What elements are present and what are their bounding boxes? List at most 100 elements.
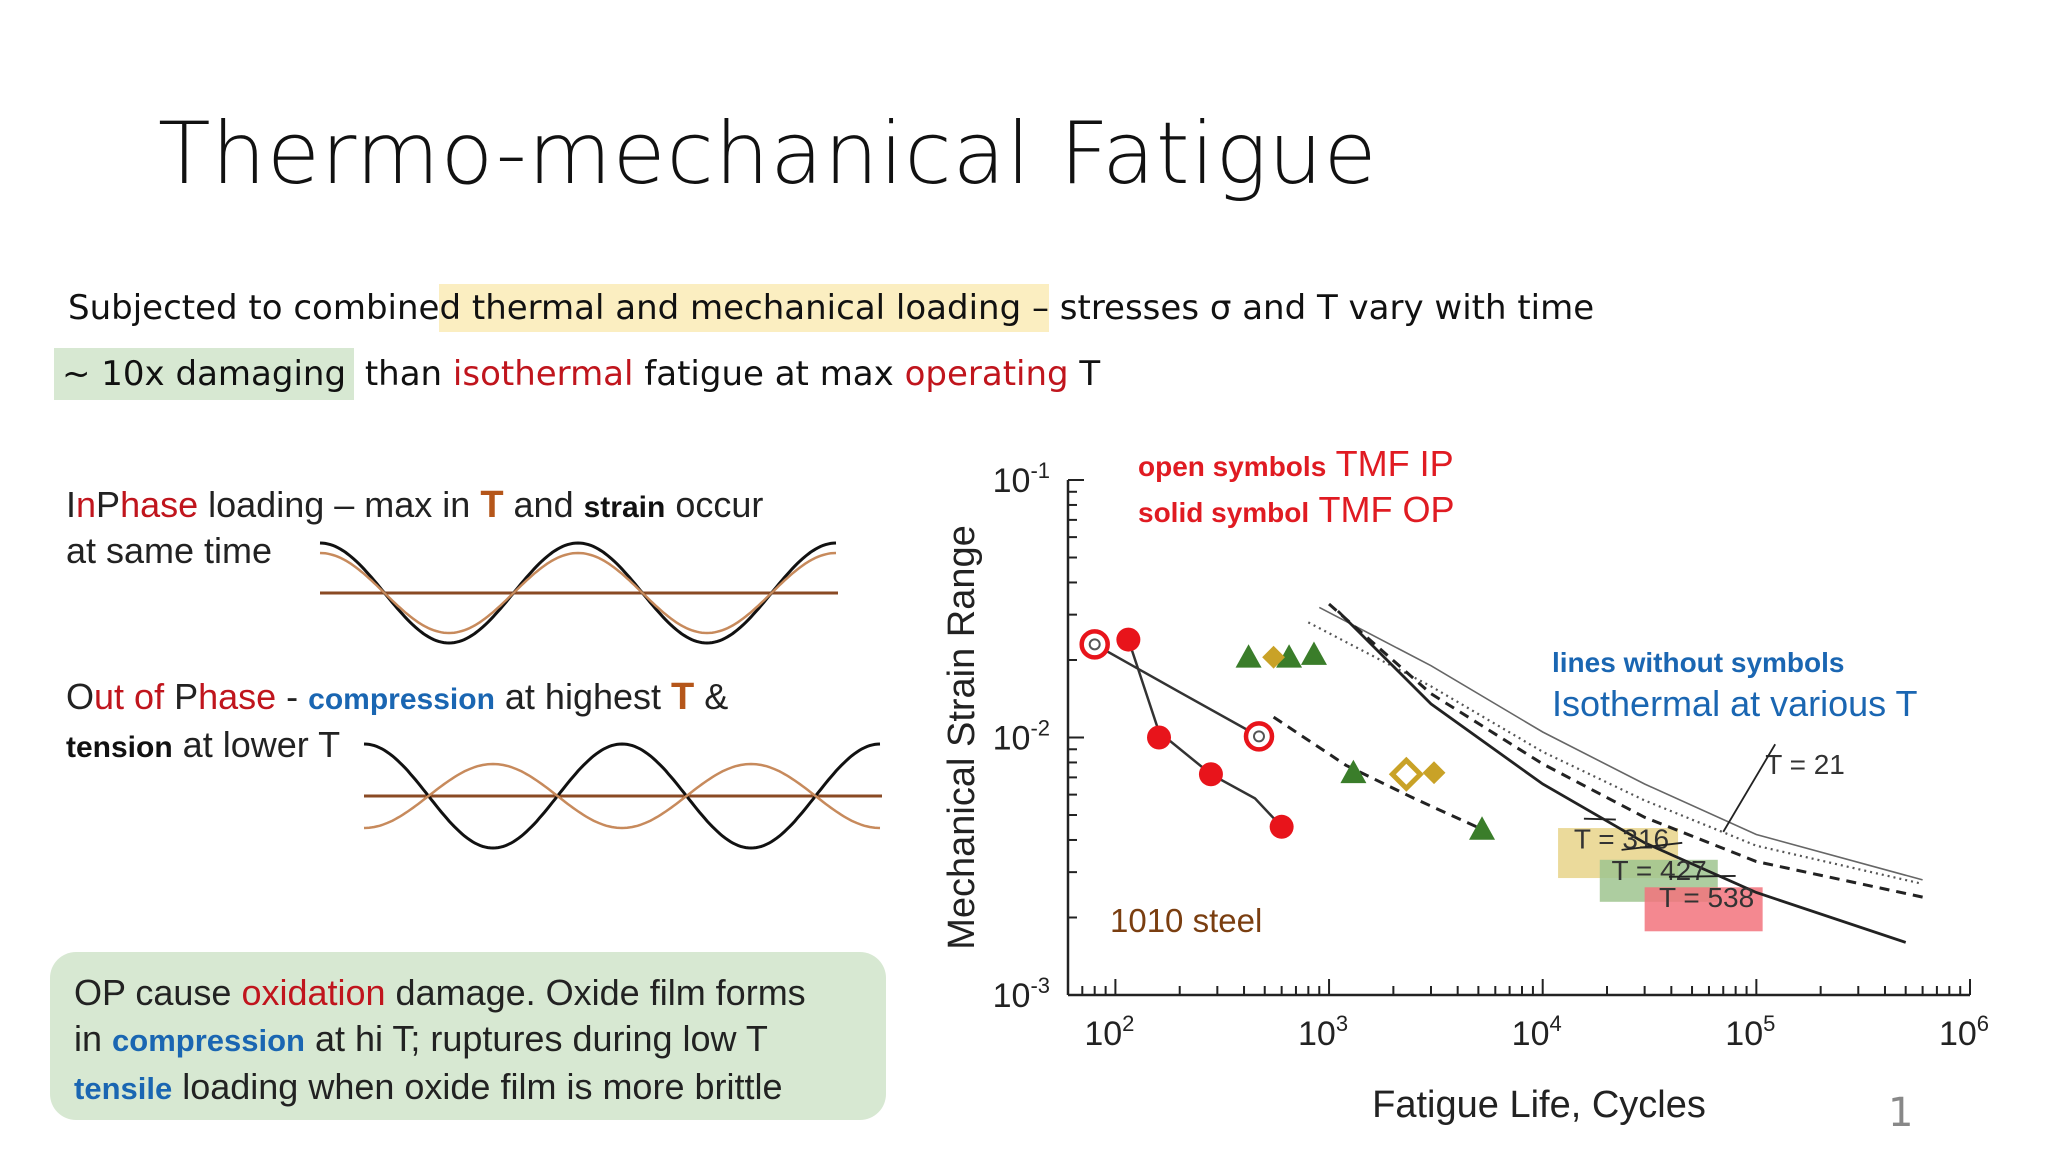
- op-l1c: damage. Oxide film forms: [385, 972, 806, 1013]
- op-red-point: [1116, 627, 1141, 652]
- intro-line-c: stresses σ and T vary with time: [1048, 288, 1595, 328]
- legend-open-symbols: open symbols TMF IP: [1138, 443, 1454, 484]
- legend-lines-without-symbols: lines without symbols: [1552, 647, 1844, 678]
- oxidation-callout: [50, 952, 886, 1120]
- x-tick-label: 104: [1512, 1011, 1562, 1053]
- inphase-p: P: [96, 484, 121, 525]
- op-green-point: [1276, 644, 1303, 668]
- isothermal-label: T = 21: [1765, 749, 1845, 780]
- op-line-3: tensile loading when oxide film is more …: [74, 1064, 806, 1112]
- x-axis-label: Fatigue Life, Cycles: [1372, 1084, 1706, 1126]
- inphase-hase: hase: [120, 484, 199, 525]
- op-gold-point: [1388, 756, 1424, 792]
- ip-point-center: [1252, 730, 1265, 743]
- wave-series-1: [363, 762, 881, 830]
- outphase-amp: &: [694, 676, 729, 717]
- op-gold-point: [1422, 761, 1446, 785]
- inphase-and: and: [503, 484, 584, 525]
- y-tick-label: 10-3: [993, 973, 1050, 1015]
- outphase-wave-chart: [363, 742, 882, 850]
- outphase-o: O: [66, 676, 95, 717]
- outphase-line-2: tension at lower T: [66, 724, 340, 766]
- outphase-ut-of: ut of: [94, 676, 175, 717]
- page-number: 1: [1888, 1090, 1914, 1136]
- op-l1b: oxidation: [241, 972, 386, 1013]
- ip-trend-line: [1094, 643, 1260, 738]
- inphase-wave-chart: [319, 541, 838, 645]
- damage-f: T: [1068, 354, 1101, 394]
- x-tick-label: 102: [1084, 1011, 1134, 1053]
- legend-isothermal: Isothermal at various T: [1552, 683, 1917, 724]
- isothermal-label: T = 538: [1659, 882, 1754, 913]
- isothermal-arrow: [1583, 817, 1616, 821]
- op-line-1: OP cause oxidation damage. Oxide film fo…: [74, 970, 806, 1016]
- legend-solid-symbol: solid symbol TMF OP: [1138, 489, 1455, 530]
- x-tick-label: 105: [1725, 1011, 1775, 1053]
- outphase-t: T: [671, 676, 695, 718]
- oxidation-callout-text: OP cause oxidation damage. Oxide film fo…: [74, 970, 806, 1112]
- outphase-hase: hase: [198, 676, 277, 717]
- outphase-at-highest: at highest: [494, 676, 672, 717]
- x-tick-label: 103: [1298, 1011, 1348, 1053]
- damage-operating: operating: [904, 354, 1069, 394]
- isothermal-line: [1328, 602, 1923, 899]
- inphase-line-2: at same time: [66, 530, 273, 571]
- isothermal-arrow: [1668, 875, 1736, 878]
- damage-highlight: ~ 10x damaging: [54, 348, 355, 400]
- damage-isothermal: isothermal: [452, 354, 634, 394]
- inphase-rest1: loading – max in: [198, 484, 481, 525]
- ip-point-center: [1088, 638, 1101, 651]
- material-label: 1010 steel: [1110, 902, 1262, 939]
- wave-series-0: [363, 742, 881, 850]
- outphase-compression: compression: [308, 683, 495, 716]
- intro-line: Subjected to combined thermal and mechan…: [68, 284, 1595, 332]
- x-tick-label: 106: [1939, 1011, 1989, 1053]
- op-l1a: OP cause: [74, 972, 242, 1013]
- op-green-trend-line: [1272, 715, 1483, 831]
- damage-d: fatigue at max: [633, 354, 905, 394]
- op-red-point: [1269, 814, 1294, 839]
- slide-title: Thermo-mechanical Fatigue: [158, 104, 1378, 204]
- outphase-tension: tension: [66, 731, 173, 764]
- outphase-p: P: [174, 676, 199, 717]
- wave-series-0: [319, 541, 837, 645]
- damage-line: ~ 10x damaging than isothermal fatigue a…: [54, 348, 1101, 400]
- op-red-point: [1147, 725, 1172, 750]
- op-l2a: in: [74, 1018, 113, 1059]
- inphase-line-1: InPhase loading – max in T and strain oc…: [66, 484, 763, 527]
- inphase-strain: strain: [583, 491, 666, 524]
- isothermal-label-highlight: [1644, 887, 1763, 932]
- inphase-n: n: [76, 484, 97, 525]
- op-gold-point: [1262, 645, 1285, 669]
- op-green-point: [1340, 759, 1367, 784]
- outphase-dash: -: [276, 676, 309, 717]
- isothermal-line: [1336, 610, 1907, 944]
- op-green-point: [1300, 641, 1327, 665]
- inphase-occur: occur: [665, 484, 764, 525]
- op-l2b: compression: [112, 1023, 305, 1058]
- op-l3b: loading when oxide film is more brittle: [172, 1066, 783, 1107]
- inphase-i: I: [66, 484, 77, 525]
- isothermal-label: T = 316: [1574, 824, 1669, 855]
- op-green-point: [1235, 644, 1262, 668]
- intro-line-highlight: d thermal and mechanical loading –: [439, 284, 1049, 332]
- op-l3a: tensile: [74, 1071, 173, 1106]
- wave-series-1: [319, 551, 837, 635]
- damage-b: than: [354, 354, 453, 394]
- intro-line-a: Subjected to combine: [68, 288, 440, 328]
- op-red-point: [1198, 762, 1223, 787]
- outphase-line-1: Out of Phase - compression at highest T …: [66, 676, 728, 719]
- isothermal-line: [1318, 606, 1923, 881]
- op-l2c: at hi T; ruptures during low T: [304, 1018, 768, 1059]
- isothermal-arrow: [1621, 841, 1683, 851]
- y-tick-label: 10-1: [993, 458, 1050, 500]
- op-line-2: in compression at hi T; ruptures during …: [74, 1016, 806, 1064]
- isothermal-arrow: [1722, 743, 1776, 833]
- op-green-point: [1469, 816, 1496, 840]
- isothermal-label: T = 427: [1612, 855, 1707, 886]
- y-tick-label: 10-2: [993, 716, 1050, 758]
- outphase-at-lower: at lower T: [172, 724, 341, 765]
- inphase-t: T: [480, 484, 504, 526]
- y-axis-label: Mechanical Strain Range: [941, 525, 983, 950]
